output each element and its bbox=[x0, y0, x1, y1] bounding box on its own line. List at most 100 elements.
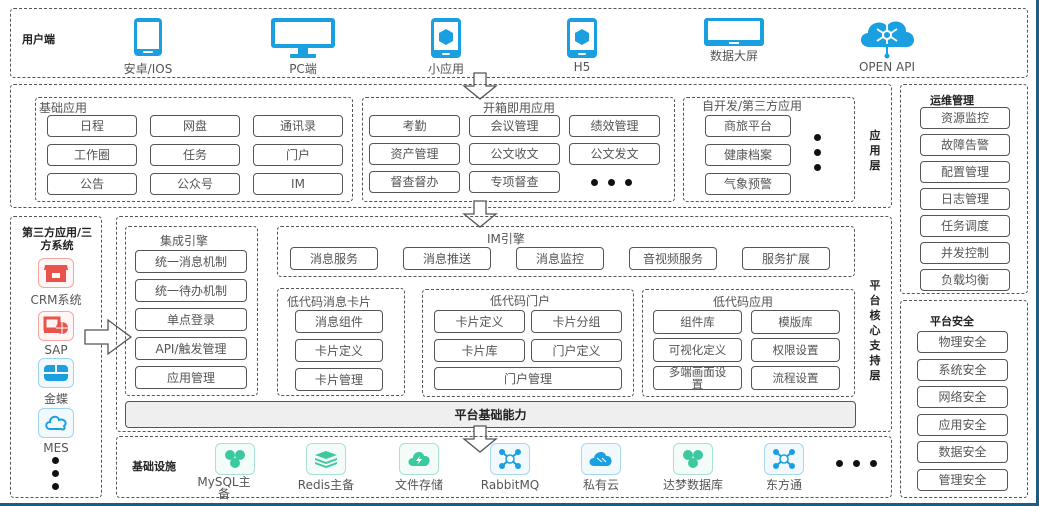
mini-app-icon[interactable] bbox=[430, 17, 462, 59]
integration-engine-group bbox=[125, 226, 258, 396]
integration-engine-item[interactable]: 统一消息机制 bbox=[135, 250, 247, 273]
ops-item[interactable]: 资源监控 bbox=[920, 107, 1010, 129]
rabbitmq-icon[interactable] bbox=[490, 443, 530, 475]
ready-app-item[interactable]: 考勤 bbox=[369, 115, 460, 137]
private-cloud-icon[interactable] bbox=[581, 443, 621, 475]
file-storage-icon[interactable] bbox=[399, 443, 439, 475]
im-engine-item[interactable]: 音视频服务 bbox=[629, 247, 717, 270]
basic-app-item[interactable]: 工作圈 bbox=[47, 144, 137, 166]
ready-app-item[interactable]: 督查督办 bbox=[369, 171, 460, 193]
redis-icon[interactable] bbox=[306, 443, 346, 475]
monitor-icon[interactable] bbox=[270, 17, 336, 59]
mes-cloud-icon[interactable] bbox=[38, 408, 74, 438]
more-dots-icon bbox=[836, 460, 877, 467]
platform-security-group bbox=[900, 300, 1028, 498]
third-party-systems-group bbox=[10, 216, 102, 498]
ready-apps-group bbox=[362, 97, 675, 202]
lowcode-portal-item[interactable]: 门户管理 bbox=[434, 367, 622, 390]
sap-computer-icon[interactable] bbox=[38, 311, 74, 341]
im-engine-item[interactable]: 消息监控 bbox=[516, 247, 604, 270]
lowcode-card-group bbox=[277, 288, 405, 396]
ops-management-group bbox=[900, 84, 1028, 294]
lowcode-portal-item[interactable]: 门户定义 bbox=[531, 339, 622, 362]
tablet-icon[interactable] bbox=[133, 17, 163, 57]
security-item[interactable]: 物理安全 bbox=[917, 331, 1008, 353]
big-screen-icon[interactable] bbox=[703, 17, 765, 47]
security-item[interactable]: 系统安全 bbox=[917, 358, 1008, 381]
lowcode-card-item[interactable]: 卡片定义 bbox=[295, 339, 383, 362]
integration-engine-item[interactable]: 统一待办机制 bbox=[135, 279, 247, 302]
ready-apps-title: 开箱即用应用 bbox=[483, 99, 556, 116]
third-party-app-item[interactable]: 健康档案 bbox=[705, 144, 791, 166]
ready-app-item[interactable]: 会议管理 bbox=[469, 115, 560, 137]
basic-app-item[interactable]: 门户 bbox=[253, 144, 343, 166]
lowcode-app-item[interactable]: 可视化定义 bbox=[653, 338, 742, 362]
ops-item[interactable]: 任务调度 bbox=[920, 215, 1010, 237]
im-engine-item[interactable]: 服务扩展 bbox=[742, 247, 830, 270]
user-layer-title: 用户端 bbox=[22, 33, 55, 46]
ops-item[interactable]: 配置管理 bbox=[920, 161, 1010, 183]
infrastructure-title: 基础设施 bbox=[132, 460, 176, 473]
integration-engine-item[interactable]: API/触发管理 bbox=[135, 337, 247, 360]
dongfangtong-label: 东方通 bbox=[765, 478, 802, 492]
ops-item[interactable]: 故障告警 bbox=[920, 134, 1010, 156]
more-dots-icon bbox=[814, 134, 821, 171]
crm-store-icon[interactable] bbox=[38, 258, 74, 288]
platform-foundation[interactable]: 平台基础能力 bbox=[125, 401, 856, 428]
lowcode-app-item[interactable]: 权限设置 bbox=[751, 338, 840, 362]
lowcode-app-item[interactable]: 流程设置 bbox=[751, 366, 840, 390]
lowcode-app-item[interactable]: 模版库 bbox=[751, 310, 840, 334]
security-item[interactable]: 数据安全 bbox=[917, 441, 1008, 463]
im-engine-item[interactable]: 消息推送 bbox=[403, 247, 491, 270]
mysql-icon[interactable] bbox=[215, 443, 255, 475]
basic-app-item[interactable]: 网盘 bbox=[150, 115, 240, 137]
third-party-app-item[interactable]: 商旅平台 bbox=[705, 115, 791, 137]
lowcode-card-item[interactable]: 卡片管理 bbox=[295, 368, 383, 391]
core-layer bbox=[116, 216, 892, 432]
dameng-db-icon[interactable] bbox=[673, 443, 713, 475]
basic-app-item[interactable]: 通讯录 bbox=[253, 115, 343, 137]
lowcode-portal-item[interactable]: 卡片分组 bbox=[531, 310, 622, 333]
ready-app-item[interactable]: 公文收文 bbox=[469, 143, 560, 165]
mysql-label: MySQL主备 bbox=[197, 475, 251, 501]
infrastructure-layer bbox=[116, 436, 892, 498]
im-engine-group bbox=[277, 226, 855, 277]
im-engine-item[interactable]: 消息服务 bbox=[290, 247, 378, 270]
security-item[interactable]: 网络安全 bbox=[917, 386, 1008, 408]
basic-app-item[interactable]: 公众号 bbox=[150, 173, 240, 195]
basic-app-item[interactable]: 公告 bbox=[47, 173, 137, 195]
ready-app-item[interactable]: 公文发文 bbox=[569, 143, 660, 165]
client-label-open-api: OPEN API bbox=[858, 60, 916, 74]
lowcode-portal-item[interactable]: 卡片定义 bbox=[434, 310, 525, 333]
client-label-android-ios: 安卓/IOS bbox=[123, 62, 173, 76]
lowcode-card-item[interactable]: 消息组件 bbox=[295, 310, 383, 333]
ops-item[interactable]: 日志管理 bbox=[920, 188, 1010, 210]
kingdee-label: 金蝶 bbox=[43, 392, 68, 406]
security-item[interactable]: 管理安全 bbox=[917, 468, 1008, 491]
cloud-api-icon[interactable] bbox=[855, 15, 919, 59]
ops-item[interactable]: 负载均衡 bbox=[920, 269, 1010, 291]
kingdee-icon[interactable] bbox=[38, 358, 74, 388]
ready-app-item[interactable]: 绩效管理 bbox=[569, 115, 660, 137]
basic-app-item[interactable]: 任务 bbox=[150, 144, 240, 166]
integration-engine-item[interactable]: 单点登录 bbox=[135, 308, 247, 331]
crm-label: CRM系统 bbox=[30, 293, 82, 307]
basic-app-item[interactable]: 日程 bbox=[47, 115, 137, 137]
lowcode-card-title: 低代码消息卡片 bbox=[287, 295, 372, 309]
basic-app-item[interactable]: IM bbox=[253, 173, 343, 195]
integration-engine-item[interactable]: 应用管理 bbox=[135, 366, 247, 389]
ready-app-item[interactable]: 专项督查 bbox=[469, 171, 560, 193]
ready-app-item[interactable]: 资产管理 bbox=[369, 143, 460, 165]
h5-icon[interactable] bbox=[566, 17, 598, 59]
lowcode-portal-item[interactable]: 卡片库 bbox=[434, 339, 525, 362]
third-party-app-item[interactable]: 气象预警 bbox=[705, 173, 791, 195]
sap-label: SAP bbox=[44, 343, 68, 357]
security-title: 平台安全 bbox=[930, 315, 974, 328]
ops-item[interactable]: 并发控制 bbox=[920, 242, 1010, 264]
app-layer-label: 应用层 bbox=[869, 129, 881, 172]
lowcode-app-item[interactable]: 多端画面设置 bbox=[653, 366, 742, 390]
lowcode-app-item[interactable]: 组件库 bbox=[653, 310, 742, 334]
security-item[interactable]: 应用安全 bbox=[917, 413, 1008, 436]
dongfangtong-icon[interactable] bbox=[764, 443, 804, 475]
lowcode-app-title: 低代码应用 bbox=[713, 295, 774, 309]
